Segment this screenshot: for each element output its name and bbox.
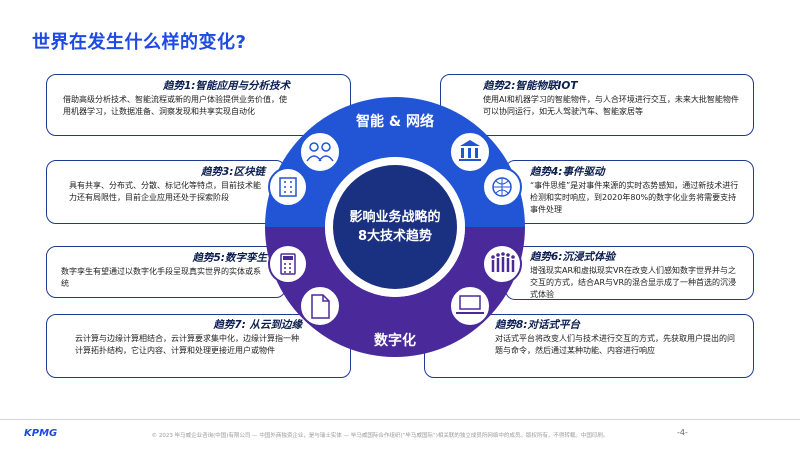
laptop-icon (449, 285, 491, 327)
calculator-icon (268, 244, 308, 284)
building-icon (449, 131, 491, 173)
trend-card-4: 趋势4:事件驱动 “事件思维”是对事件来源的实时态势感知，通过新技术进行检测和实… (505, 160, 754, 224)
trend-title: 趋势5:数字孪生 (192, 252, 267, 264)
trend-title: 趋势6:沉浸式体验 (530, 251, 616, 263)
footer-divider (0, 419, 800, 420)
document-icon (299, 285, 341, 327)
trend-body: 使用AI和机器学习的智能物件，与人合环境进行交互，未来大批智能物件可以协同运行，… (483, 95, 739, 116)
people-group-icon (482, 244, 522, 284)
trend-body: 借助高级分析技术、智能流程或新的用户体验提供业务价值，使用机器学习，让数据准备、… (63, 95, 287, 116)
trend-body: 数字孪生有望通过以数字化手段呈现真实世界的实体或系统 (61, 267, 261, 288)
globe-icon (482, 167, 522, 207)
trend-body: 云计算与边缘计算相结合，云计算要求集中化，边缘计算指一种计算拓扑结构，它让内容、… (75, 334, 299, 355)
trend-card-6: 趋势6:沉浸式体验 增强现实AR和虚拟现实VR在改变人们感知数字世界并与之交互的… (505, 246, 754, 300)
trend-title: 趋势8:对话式平台 (495, 319, 581, 331)
trend-body: 对话式平台将改变人们与技术进行交互的方式，先获取用户提出的问题与命令，然后通过某… (495, 334, 735, 355)
ring-top-label: 智能 & 网络 (355, 113, 434, 130)
center-line1: 影响业务战略的 (349, 209, 440, 225)
trend-card-2: 趋势2:智能物联IOT 使用AI和机器学习的智能物件，与人合环境进行交互，未来大… (440, 74, 754, 136)
trend-card-5: 趋势5:数字孪生 数字孪生有望通过以数字化手段呈现真实世界的实体或系统 (46, 246, 286, 298)
ring-bottom-segment (265, 227, 525, 357)
kpmg-logo: KPMG (24, 428, 58, 439)
grid-building-icon (268, 167, 308, 207)
trend-body: “事件思维”是对事件来源的实时态势感知，通过新技术进行检测和实时响应，到2020… (530, 181, 739, 214)
trend-card-7: 趋势7: 从云到边缘 云计算与边缘计算相结合，云计算要求集中化，边缘计算指一种计… (46, 314, 351, 378)
trend-body: 增强现实AR和虚拟现实VR在改变人们感知数字世界并与之交互的方式，结合AR与VR… (530, 266, 737, 299)
copyright-text: © 2023 毕马威企业咨询(中国)有限公司 — 中国外商独资企业，是与瑞士实体… (151, 433, 609, 439)
trend-title: 趋势2:智能物联IOT (483, 80, 578, 92)
page-number: -4- (677, 428, 688, 437)
ring-bottom-label: 数字化 (374, 332, 416, 349)
trend-title: 趋势3:区块链 (200, 166, 265, 178)
trend-card-1: 趋势1:智能应用与分析技术 借助高级分析技术、智能流程或新的用户体验提供业务价值… (46, 74, 351, 136)
center-line2: 8大技术趋势 (358, 228, 432, 244)
trend-ring-diagram: 影响业务战略的 8大技术趋势 智能 & 网络 数字化 (265, 97, 525, 357)
page-title: 世界在发生什么样的变化? (32, 32, 247, 53)
center-circle (333, 165, 457, 289)
trend-title: 趋势4:事件驱动 (530, 166, 605, 178)
trend-body: 具有共享、分布式、分散、标记化等特点，目前技术能力还有局限性，目前企业应用还处于… (69, 181, 261, 202)
trend-title: 趋势1:智能应用与分析技术 (162, 80, 290, 92)
people-icon (299, 131, 341, 173)
trend-title: 趋势7: 从云到边缘 (213, 319, 302, 331)
ring-top-segment (265, 97, 525, 227)
trend-card-3: 趋势3:区块链 具有共享、分布式、分散、标记化等特点，目前技术能力还有局限性，目… (46, 160, 286, 224)
